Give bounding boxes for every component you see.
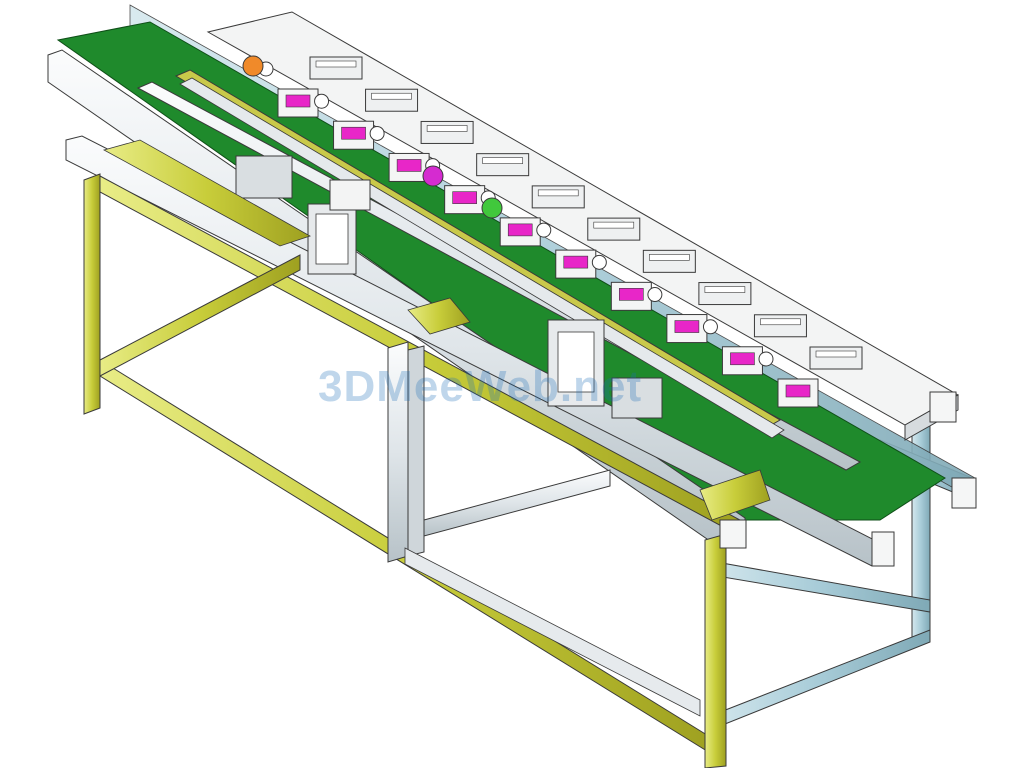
station-fixture [536, 222, 552, 238]
station-cylinder [809, 346, 863, 370]
station-fixture [758, 351, 774, 367]
station-marker [674, 320, 700, 333]
frame-middle [387, 341, 701, 717]
station-cylinder [587, 217, 641, 241]
station-cylinder-slot [593, 221, 635, 229]
station-marker [341, 126, 366, 140]
station-marker [396, 159, 422, 172]
station-cylinder-slot [426, 125, 468, 132]
station-marker [452, 191, 477, 204]
station-marker [730, 352, 755, 366]
station-cylinder [698, 282, 752, 306]
station-cylinder [531, 185, 585, 209]
station-marker [285, 94, 311, 108]
orange-tab [242, 55, 264, 77]
carriage-right [547, 319, 663, 419]
station-cylinder-slot [649, 254, 690, 261]
station-cylinder [365, 88, 419, 112]
station-marker [785, 384, 811, 398]
station-cylinder-slot [482, 157, 523, 164]
station-cylinder-slot [315, 60, 357, 68]
carriage-left [235, 155, 371, 275]
station-cylinder-slot [815, 350, 857, 358]
green-tab [481, 197, 503, 219]
station-marker [563, 255, 589, 269]
station-marker [619, 288, 644, 301]
station-fixture [369, 125, 385, 141]
station-cylinder-slot [537, 189, 579, 197]
station-fixture [702, 319, 718, 335]
station-fixture [314, 93, 330, 109]
magenta-tab [422, 165, 444, 187]
station-cylinder [753, 314, 807, 338]
station-cylinder [420, 120, 474, 144]
station-cylinder-slot [704, 286, 746, 293]
station-row [242, 55, 863, 408]
station-cylinder-slot [371, 92, 412, 100]
station-cylinder [642, 249, 696, 273]
profile-end-caps [719, 391, 977, 567]
station-cylinder-slot [760, 318, 801, 326]
station-housing [721, 346, 763, 376]
station-fixture [647, 287, 663, 303]
station-cylinder [476, 153, 530, 177]
station-marker [507, 223, 533, 237]
guide-rail [136, 69, 862, 471]
station-fixture [591, 254, 607, 270]
station-cylinder [309, 56, 363, 80]
